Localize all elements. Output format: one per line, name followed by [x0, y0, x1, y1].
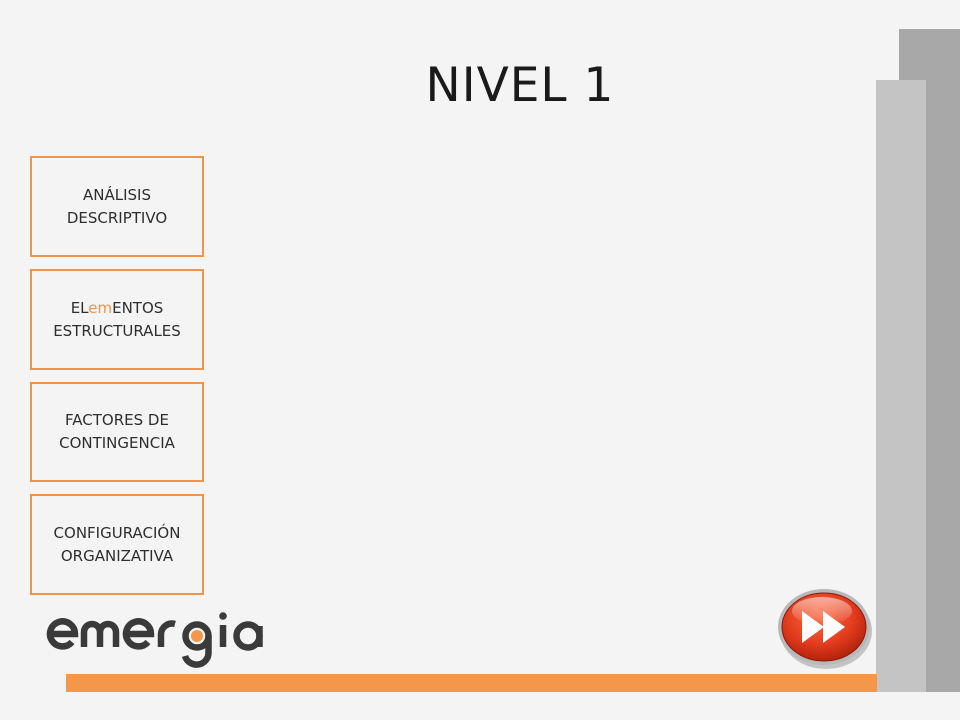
elementos-line2: ESTRUCTURALES	[53, 321, 181, 340]
bottom-accent-bar	[66, 674, 877, 692]
next-slide-button[interactable]	[776, 585, 874, 671]
elementos-highlight: em	[88, 298, 113, 317]
configuracion-organizativa-label: CONFIGURACIÓN ORGANIZATIVA	[54, 522, 181, 568]
elementos-estructurales-button[interactable]: ELemENTOS ESTRUCTURALES	[30, 269, 204, 370]
elementos-post: ENTOS	[112, 298, 164, 317]
analisis-descriptivo-label: ANÁLISIS DESCRIPTIVO	[67, 184, 167, 230]
slide-title: NIVEL 1	[425, 58, 615, 113]
factores-line1: FACTORES DE	[65, 411, 169, 429]
analisis-line1: ANÁLISIS	[83, 185, 151, 204]
configuracion-organizativa-button[interactable]: CONFIGURACIÓN ORGANIZATIVA	[30, 494, 204, 595]
analisis-line2: DESCRIPTIVO	[66, 208, 168, 227]
fast-forward-icon	[802, 611, 845, 643]
factores-contingencia-label: FACTORES DE CONTINGENCIA	[59, 409, 175, 455]
configuracion-line1: CONFIGURACIÓN	[53, 523, 181, 542]
emergia-logo	[46, 612, 263, 668]
factores-line2: CONTINGENCIA	[59, 434, 175, 452]
configuracion-line2: ORGANIZATIVA	[60, 546, 174, 565]
elementos-estructurales-label: ELemENTOS ESTRUCTURALES	[53, 297, 181, 343]
analisis-descriptivo-button[interactable]: ANÁLISIS DESCRIPTIVO	[30, 156, 204, 257]
decorative-gray-bar-light	[876, 80, 926, 692]
elementos-pre: EL	[70, 298, 89, 317]
factores-contingencia-button[interactable]: FACTORES DE CONTINGENCIA	[30, 382, 204, 482]
